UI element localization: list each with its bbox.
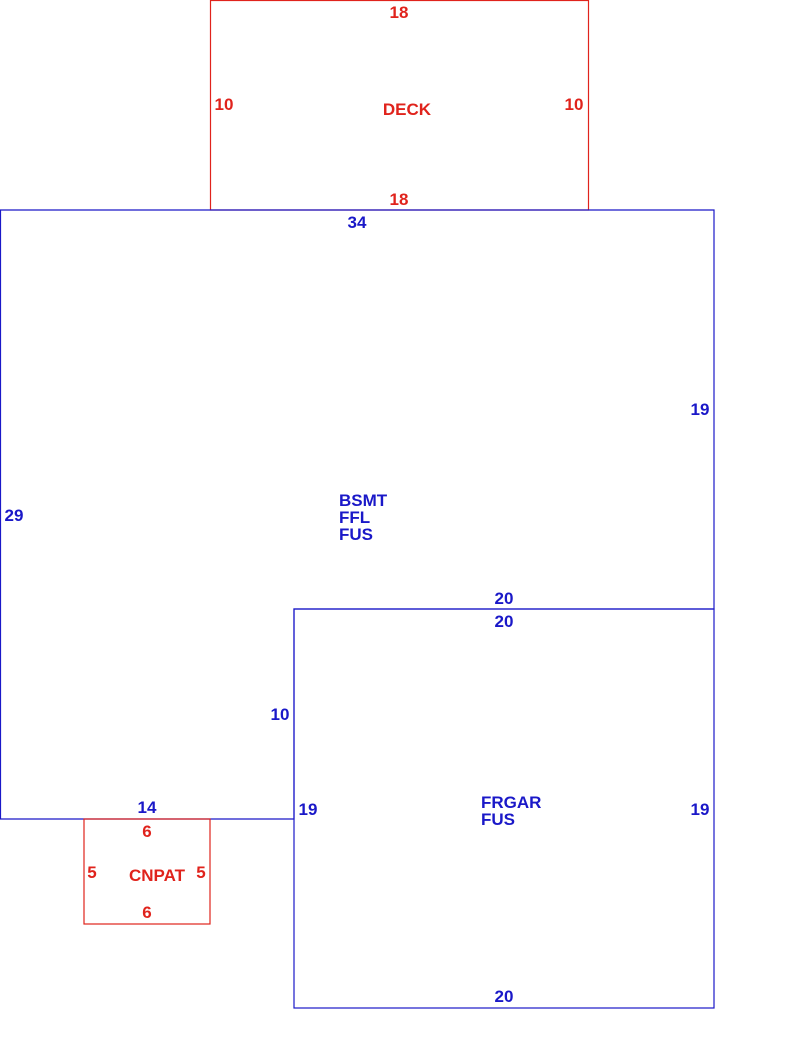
main-dim-top: 34	[348, 213, 367, 232]
garage-dim-right: 19	[691, 800, 710, 819]
main-dim-bottom-left: 14	[138, 798, 157, 817]
garage-dim-top: 20	[495, 612, 514, 631]
deck-dim-bottom: 18	[390, 190, 409, 209]
garage-outline	[293, 608, 715, 1009]
garage-name-1: FRGAR	[481, 793, 541, 812]
main-name-3: FUS	[339, 525, 373, 544]
garage-name-2: FUS	[481, 810, 515, 829]
cnpat-outline	[83, 818, 211, 925]
deck-dim-right: 10	[565, 95, 584, 114]
garage-dim-bottom: 20	[495, 987, 514, 1006]
main-dim-right: 19	[691, 400, 710, 419]
main-dim-garage-top-outer: 20	[495, 589, 514, 608]
cnpat-dim-bottom: 6	[142, 903, 151, 922]
main-name-2: FFL	[339, 508, 370, 527]
cnpat-dim-right: 5	[196, 863, 205, 882]
deck-name: DECK	[383, 100, 432, 119]
main-dim-left: 29	[5, 506, 24, 525]
deck-dim-left: 10	[215, 95, 234, 114]
main-dim-step-left: 10	[271, 705, 290, 724]
main-name-1: BSMT	[339, 491, 388, 510]
cnpat-dim-top: 6	[142, 822, 151, 841]
garage-dim-left: 19	[299, 800, 318, 819]
cnpat-name: CNPAT	[129, 866, 186, 885]
cnpat-dim-left: 5	[87, 863, 96, 882]
deck-dim-top: 18	[390, 3, 409, 22]
